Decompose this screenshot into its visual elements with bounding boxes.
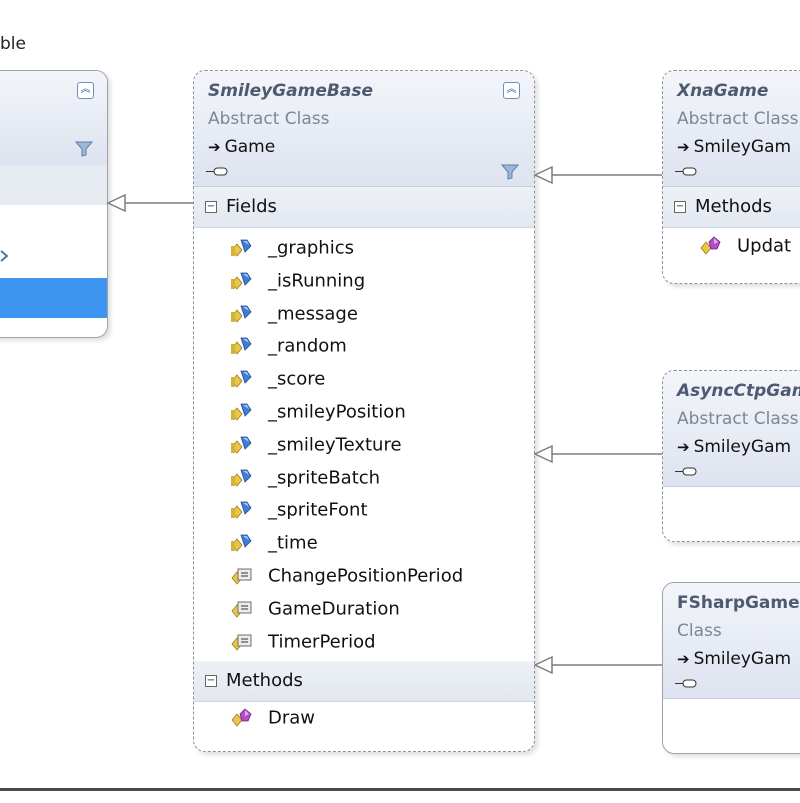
partial-class-name: ble	[0, 34, 26, 54]
member-name: _smileyTexture	[268, 434, 402, 456]
left-class-box[interactable]: ︽	[0, 70, 108, 338]
base-class: ➔SmileyGam	[677, 649, 792, 669]
class-header: XnaGame Abstract Class ➔SmileyGam	[663, 71, 800, 187]
field-icon	[228, 533, 254, 553]
constant-icon	[228, 599, 254, 619]
member-name: _graphics	[268, 237, 354, 259]
methods-section-header[interactable]: − Methods	[663, 187, 800, 228]
method-item[interactable]: Updat	[697, 235, 791, 261]
class-box-asyncctpgame[interactable]: AsyncCtpGam Abstract Class ➔SmileyGam	[662, 370, 800, 542]
left-class-row[interactable]	[0, 165, 107, 205]
interface-lollipop-icon	[675, 167, 697, 176]
field-icon	[228, 238, 254, 258]
collapse-chevron-icon[interactable]: ︽	[503, 82, 520, 99]
class-header: FSharpGame Class ➔SmileyGam	[663, 583, 800, 699]
inherits-arrow-icon: ➔	[677, 138, 690, 156]
member-name: _isRunning	[268, 270, 366, 292]
method-list: Draw	[194, 703, 534, 743]
method-item[interactable]: Draw	[228, 707, 315, 733]
field-icon	[228, 369, 254, 389]
field-item[interactable]: _isRunning	[228, 270, 365, 296]
member-name: _smileyPosition	[268, 401, 406, 423]
method-icon	[697, 236, 723, 256]
field-icon	[228, 468, 254, 488]
collapse-chevron-icon[interactable]: ︽	[77, 82, 94, 99]
member-name: _time	[268, 532, 318, 554]
member-list: _graphics _isRunning _message _random _score…	[194, 227, 534, 667]
base-class: ➔SmileyGam	[677, 137, 792, 157]
base-class: ➔Game	[208, 137, 276, 157]
field-item[interactable]: _random	[228, 335, 347, 361]
filter-icon[interactable]	[75, 141, 93, 157]
constant-icon	[228, 632, 254, 652]
field-icon	[228, 402, 254, 422]
member-name: GameDuration	[268, 598, 400, 620]
method-icon	[228, 708, 254, 728]
inherits-arrow-icon: ➔	[677, 650, 690, 668]
field-item[interactable]: _smileyTexture	[228, 434, 402, 460]
constant-icon	[228, 566, 254, 586]
member-name: _random	[268, 335, 347, 357]
class-box-fsharpgame[interactable]: FSharpGame Class ➔SmileyGam	[662, 582, 800, 754]
member-name: _spriteBatch	[268, 467, 381, 489]
field-icon	[228, 500, 254, 520]
interface-lollipop-icon	[675, 679, 697, 688]
class-kind: Abstract Class	[677, 109, 799, 129]
class-title: FSharpGame	[677, 593, 800, 613]
member-name: _message	[268, 303, 358, 325]
member-name: _spriteFont	[268, 499, 368, 521]
inherits-arrow-icon: ➔	[677, 438, 690, 456]
field-icon	[228, 435, 254, 455]
methods-section-header[interactable]: − Methods	[194, 661, 534, 702]
field-item[interactable]: _smileyPosition	[228, 401, 406, 427]
inheritance-arrowhead	[533, 165, 553, 185]
class-title: XnaGame	[677, 81, 769, 101]
interface-lollipop-icon	[206, 167, 228, 176]
member-name: Updat	[737, 235, 792, 257]
class-box-smileygamebase[interactable]: SmileyGameBase Abstract Class ➔Game ︽ − …	[193, 70, 535, 752]
constant-item[interactable]: GameDuration	[228, 598, 400, 624]
class-header: SmileyGameBase Abstract Class ➔Game ︽	[194, 71, 534, 187]
class-kind: Class	[677, 621, 722, 641]
class-kind: Abstract Class	[677, 409, 799, 429]
truncated-icon	[0, 250, 9, 262]
class-title: AsyncCtpGam	[677, 381, 800, 401]
collapse-section-icon[interactable]: −	[674, 201, 686, 213]
field-item[interactable]: _time	[228, 532, 318, 558]
class-title: SmileyGameBase	[208, 81, 373, 101]
window-bottom-edge	[0, 788, 800, 803]
collapse-section-icon[interactable]: −	[205, 675, 217, 687]
inheritance-arrowhead	[106, 193, 126, 213]
class-header: AsyncCtpGam Abstract Class ➔SmileyGam	[663, 371, 800, 487]
class-box-xnagame[interactable]: XnaGame Abstract Class ➔SmileyGam − Meth…	[662, 70, 800, 284]
interface-lollipop-icon	[675, 467, 697, 476]
filter-icon[interactable]	[501, 164, 519, 180]
collapse-section-icon[interactable]: −	[205, 201, 217, 213]
field-icon	[228, 336, 254, 356]
constant-item[interactable]: TimerPeriod	[228, 631, 376, 657]
field-icon	[228, 304, 254, 324]
field-item[interactable]: _spriteBatch	[228, 467, 380, 493]
class-kind: Abstract Class	[208, 109, 330, 129]
inheritance-arrowhead	[533, 655, 553, 675]
member-name: ChangePositionPeriod	[268, 565, 464, 587]
left-class-header: ︽	[0, 71, 107, 166]
selected-row[interactable]	[0, 278, 107, 318]
method-list: Updat	[663, 231, 800, 271]
base-class: ➔SmileyGam	[677, 437, 792, 457]
inheritance-arrowhead	[533, 444, 553, 464]
field-item[interactable]: _spriteFont	[228, 499, 368, 525]
member-name: Draw	[268, 707, 316, 729]
inherits-arrow-icon: ➔	[208, 138, 221, 156]
member-name: _score	[268, 368, 326, 390]
field-item[interactable]: _score	[228, 368, 325, 394]
field-item[interactable]: _graphics	[228, 237, 354, 263]
field-item[interactable]: _message	[228, 303, 358, 329]
member-name: TimerPeriod	[268, 631, 376, 653]
fields-section-header[interactable]: − Fields	[194, 187, 534, 228]
constant-item[interactable]: ChangePositionPeriod	[228, 565, 463, 591]
field-icon	[228, 271, 254, 291]
